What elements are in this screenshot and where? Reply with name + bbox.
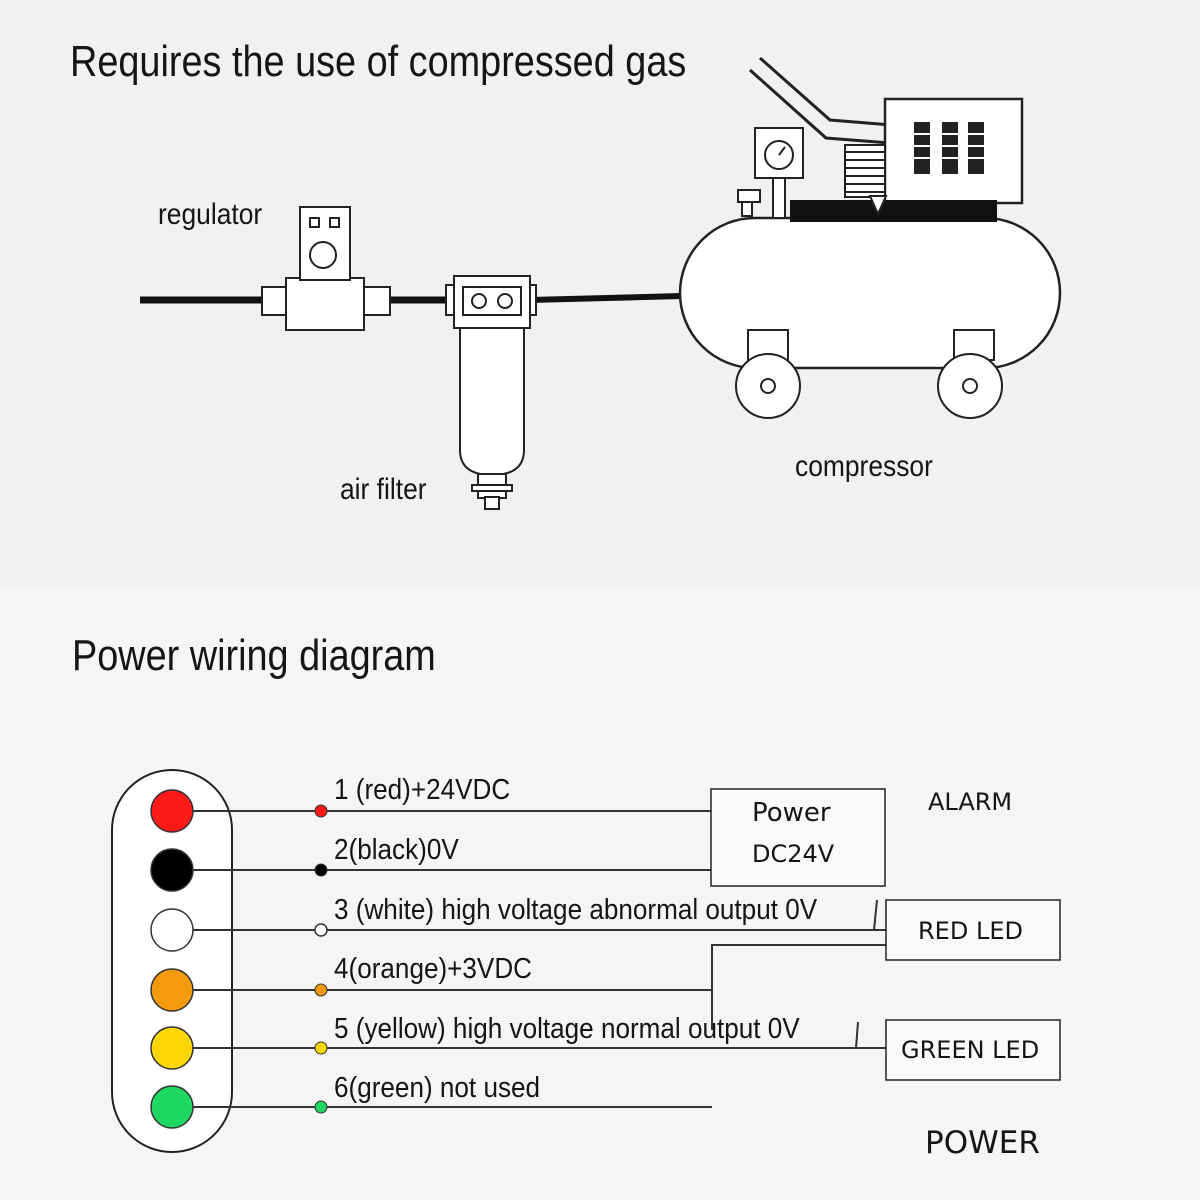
power-label: POWER [925, 1125, 1040, 1161]
green-led-label: GREEN LED [901, 1036, 1040, 1064]
wire-4-dot [314, 983, 328, 997]
compressor-label: compressor [795, 450, 933, 483]
regulator-icon [261, 206, 391, 331]
pin-5-yellow [150, 1026, 194, 1070]
pin-3-white [150, 908, 194, 952]
compressor-icon [678, 56, 1062, 419]
regulator-label: regulator [158, 198, 263, 231]
power-box-line2: DC24V [752, 840, 835, 868]
wire-3-dot [314, 923, 328, 937]
section-title-compressed-gas: Requires the use of compressed gas [70, 37, 687, 86]
pin-4-orange [150, 968, 194, 1012]
wire-4-branch [711, 944, 886, 990]
wire-6-dot [314, 1100, 328, 1114]
wire-6-label: 6(green) not used [334, 1072, 541, 1104]
red-led-box [885, 899, 1061, 961]
wire-3-label: 3 (white) high voltage abnormal output 0… [334, 894, 818, 926]
wire-2-label: 2(black)0V [334, 834, 459, 866]
wire-2-dot [314, 863, 328, 877]
pin-6-green [150, 1085, 194, 1129]
compressed-gas-illustration [140, 56, 1062, 510]
air-filter-icon [445, 275, 537, 510]
power-box-line1: Power [752, 798, 831, 828]
wire-1-label: 1 (red)+24VDC [334, 774, 511, 806]
red-led-label: RED LED [918, 917, 1023, 945]
wire-5-label: 5 (yellow) high voltage normal output 0V [334, 1013, 800, 1045]
power-supply-box [710, 788, 886, 887]
pin-2-black [150, 848, 194, 892]
section-title-power-wiring: Power wiring diagram [72, 631, 436, 680]
wire-5-dot [314, 1041, 328, 1055]
green-led-box [885, 1019, 1061, 1081]
air-filter-label: air filter [340, 473, 427, 506]
filter-compressor-hose [529, 293, 683, 303]
wire-4-label: 4(orange)+3VDC [334, 953, 533, 985]
pin-1-red [150, 789, 194, 833]
wire-1-dot [314, 804, 328, 818]
connector-housing [111, 769, 233, 1153]
alarm-label: ALARM [928, 788, 1013, 816]
